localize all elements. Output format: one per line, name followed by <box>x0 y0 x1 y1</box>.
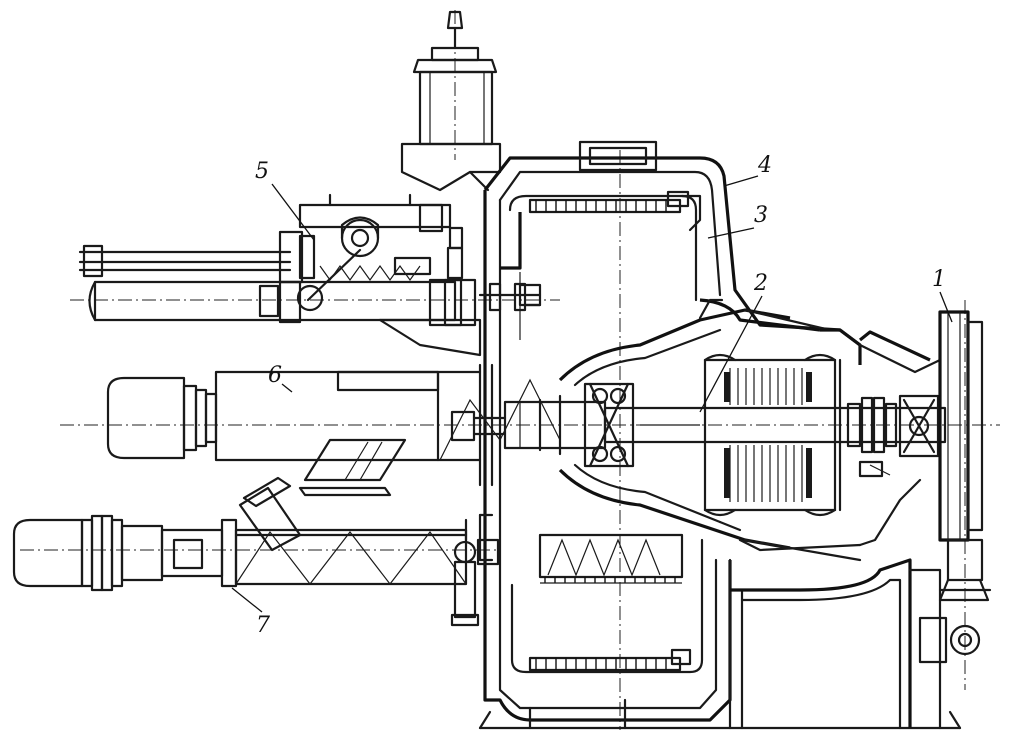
callout-label: 7 <box>256 613 270 638</box>
top-filter-housing <box>400 10 502 192</box>
lower-screw-conveyor <box>12 476 500 627</box>
main-casing <box>478 140 962 730</box>
main-shaft <box>503 382 947 468</box>
callout-label: 4 <box>757 153 772 178</box>
upper-actuator-assembly <box>78 193 542 357</box>
callout-label: 2 <box>753 271 768 296</box>
callout-label: 1 <box>932 267 946 292</box>
callout-2: 2 <box>699 271 768 413</box>
screen-drum-upper <box>500 190 702 302</box>
callout-1: 1 <box>932 267 953 323</box>
centre-lines <box>20 10 1000 730</box>
drive-pulley <box>918 310 992 664</box>
callout-7: 7 <box>231 587 270 638</box>
callout-4: 4 <box>723 153 772 187</box>
callout-label: 3 <box>754 203 768 228</box>
right-coupling <box>846 394 940 478</box>
conical-rotor <box>558 298 862 562</box>
callout-3: 3 <box>707 203 768 239</box>
callout-5: 5 <box>255 159 315 241</box>
callout-label: 5 <box>255 159 269 184</box>
middle-screw-conveyor <box>106 370 561 497</box>
internal-baffles <box>478 272 542 562</box>
electric-motor <box>703 328 942 547</box>
screen-drum-lower <box>510 533 704 674</box>
callout-6: 6 <box>268 363 293 393</box>
callout-label: 6 <box>268 363 282 388</box>
